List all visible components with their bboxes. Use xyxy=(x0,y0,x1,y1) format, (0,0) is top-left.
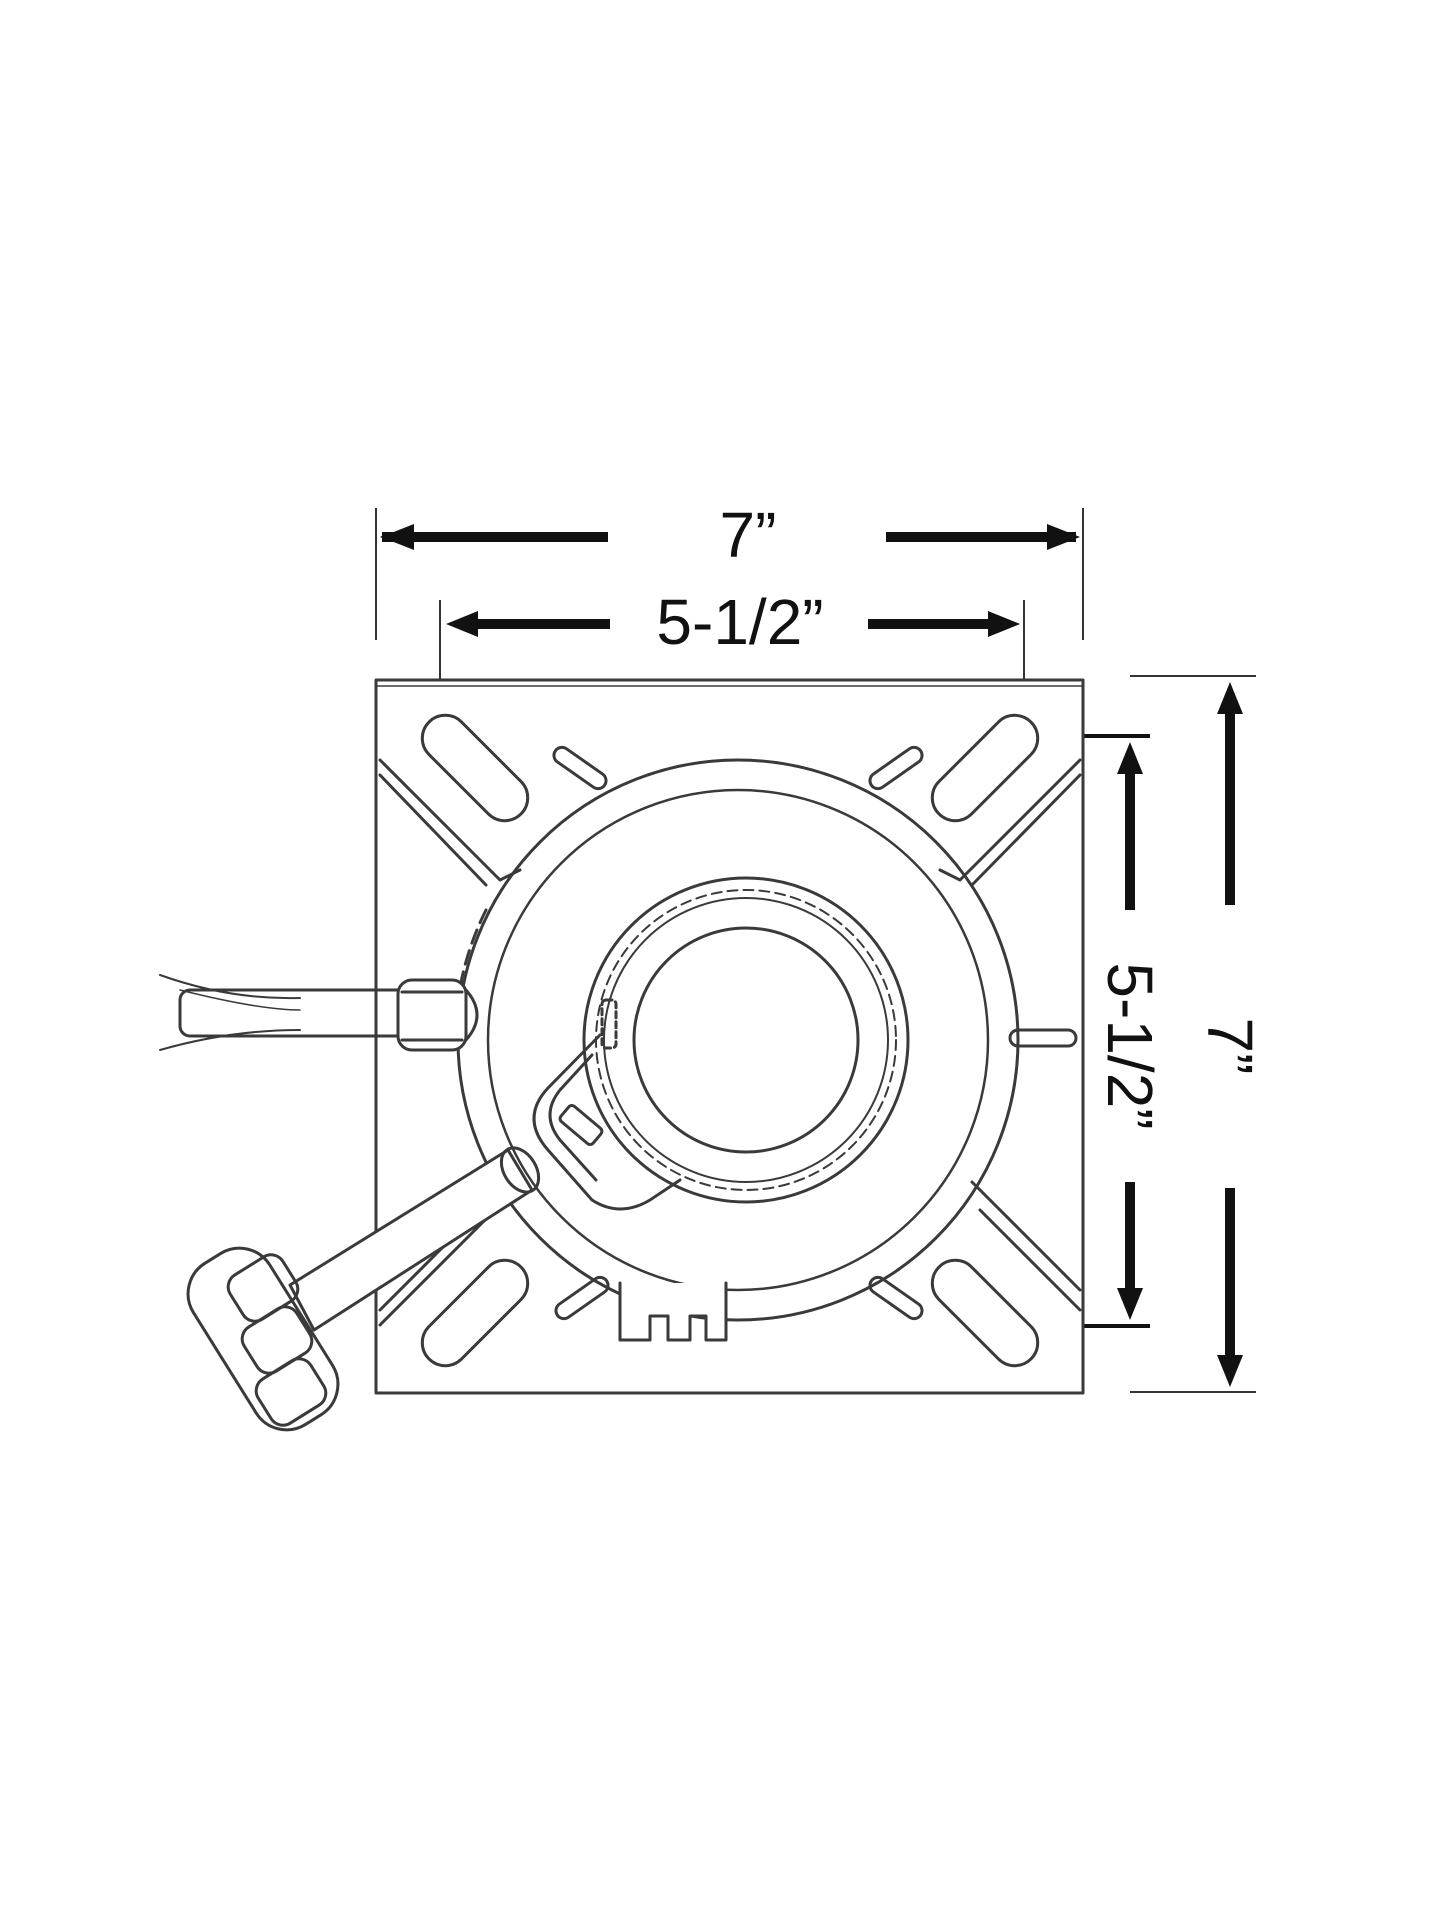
overall-width-label: 7” xyxy=(720,499,777,571)
bolt-width-dimension: 5-1/2” xyxy=(446,586,1020,658)
base-plate xyxy=(374,678,1085,1395)
swivel-mount-drawing xyxy=(159,678,1085,1432)
bolt-slot-bottom-left xyxy=(420,1258,530,1368)
bolt-height-dimension: 5-1/2” xyxy=(1094,742,1166,1320)
locking-teeth xyxy=(618,1281,728,1342)
handle-knob xyxy=(186,1246,340,1432)
bolt-slot-bottom-right xyxy=(930,1258,1040,1368)
bolt-height-label: 5-1/2” xyxy=(1094,962,1166,1129)
bolt-slot-top-right xyxy=(930,713,1040,823)
middle-swivel-ring xyxy=(486,788,990,1292)
bolt-slots xyxy=(420,713,1040,1368)
lever-bushing xyxy=(396,978,468,1052)
lock-latch-housing xyxy=(532,1033,682,1211)
bearing-ring-outer xyxy=(582,876,910,1204)
bearing-ring-inner xyxy=(603,897,889,1183)
bolt-slot-top-left xyxy=(420,713,530,823)
alignment-ticks xyxy=(552,745,1078,1321)
overall-height-dimension: 7” xyxy=(1194,682,1266,1387)
latch-pin xyxy=(558,1103,604,1147)
release-lever xyxy=(159,974,479,1052)
overall-width-dimension: 7” xyxy=(380,499,1080,571)
adjustment-handle xyxy=(186,1146,541,1432)
bolt-width-label: 5-1/2” xyxy=(656,586,823,658)
center-bore xyxy=(632,926,860,1154)
overall-height-label: 7” xyxy=(1194,1018,1266,1075)
